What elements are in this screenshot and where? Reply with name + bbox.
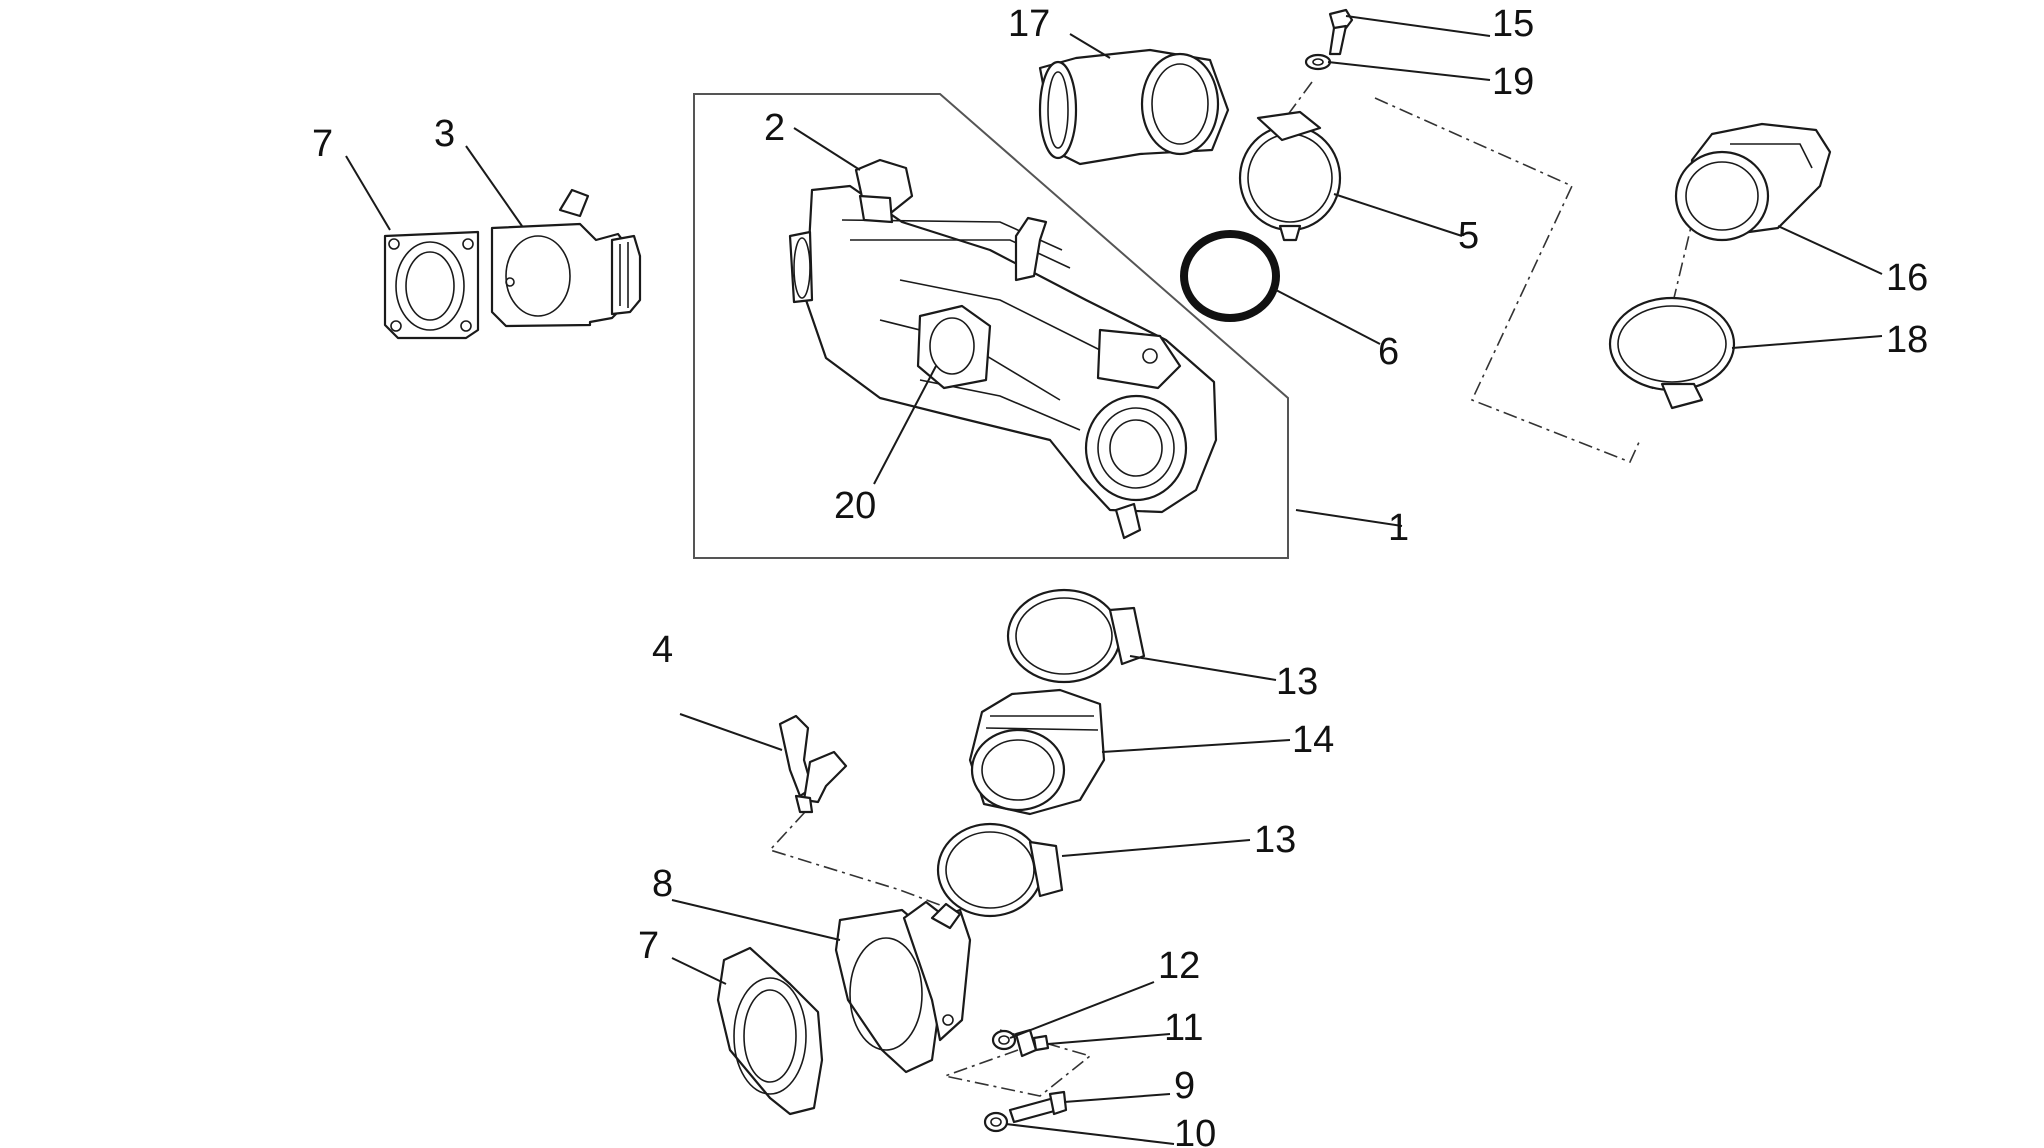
washer-part-12 bbox=[991, 1029, 1017, 1051]
rubber-boot-part-16 bbox=[1674, 122, 1832, 242]
assembly-line-injector bbox=[768, 811, 941, 906]
callout-18: 18 bbox=[1886, 319, 1928, 361]
assembly-line-clamp bbox=[1374, 97, 1641, 464]
leader-lines bbox=[345, 15, 1883, 1145]
clamp-part-5 bbox=[1238, 110, 1342, 242]
callout-16: 16 bbox=[1886, 257, 1928, 299]
injector-part-4 bbox=[778, 714, 848, 814]
clamp-part-18 bbox=[1608, 296, 1736, 410]
intake-duct-part-17 bbox=[1038, 48, 1230, 166]
callout-19: 19 bbox=[1492, 61, 1534, 103]
callout-9: 9 bbox=[1174, 1065, 1195, 1107]
callout-4: 4 bbox=[652, 629, 673, 671]
throttle-body-part-1 bbox=[788, 158, 1218, 540]
callout-11: 11 bbox=[1164, 1007, 1203, 1049]
callout-3: 3 bbox=[434, 113, 455, 155]
gasket-part-7-lower bbox=[716, 946, 824, 1116]
rubber-sleeve-part-14 bbox=[968, 688, 1106, 816]
callout-7-upper: 7 bbox=[312, 123, 333, 165]
callout-12: 12 bbox=[1158, 945, 1200, 987]
callout-13-upper: 13 bbox=[1276, 661, 1318, 703]
gasket-part-7-upper bbox=[383, 230, 480, 340]
screw-part-15 bbox=[1328, 8, 1354, 56]
callout-14: 14 bbox=[1292, 719, 1334, 761]
callout-10: 10 bbox=[1174, 1113, 1216, 1148]
bolt-part-9 bbox=[1008, 1090, 1068, 1124]
o-ring-part-6 bbox=[1180, 230, 1280, 322]
assembly-frame bbox=[693, 93, 1289, 559]
callout-15: 15 bbox=[1492, 3, 1534, 45]
callout-17: 17 bbox=[1008, 3, 1050, 45]
callout-8: 8 bbox=[652, 863, 673, 905]
callout-1: 1 bbox=[1388, 507, 1409, 549]
washer-part-10 bbox=[983, 1111, 1009, 1133]
intake-manifold-part-3 bbox=[490, 188, 642, 328]
clamp-part-13-lower bbox=[936, 822, 1064, 918]
callout-13-lower: 13 bbox=[1254, 819, 1296, 861]
callout-6: 6 bbox=[1378, 331, 1399, 373]
callout-2: 2 bbox=[764, 107, 785, 149]
intake-manifold-part-8 bbox=[834, 900, 972, 1074]
bolt-part-11 bbox=[1014, 1028, 1050, 1058]
assembly-line-bolts bbox=[942, 1029, 1092, 1097]
callout-20: 20 bbox=[834, 485, 876, 527]
callout-7-lower: 7 bbox=[638, 925, 659, 967]
clamp-part-13-upper bbox=[1006, 588, 1146, 684]
callout-5: 5 bbox=[1458, 215, 1479, 257]
washer-part-19 bbox=[1304, 53, 1332, 71]
